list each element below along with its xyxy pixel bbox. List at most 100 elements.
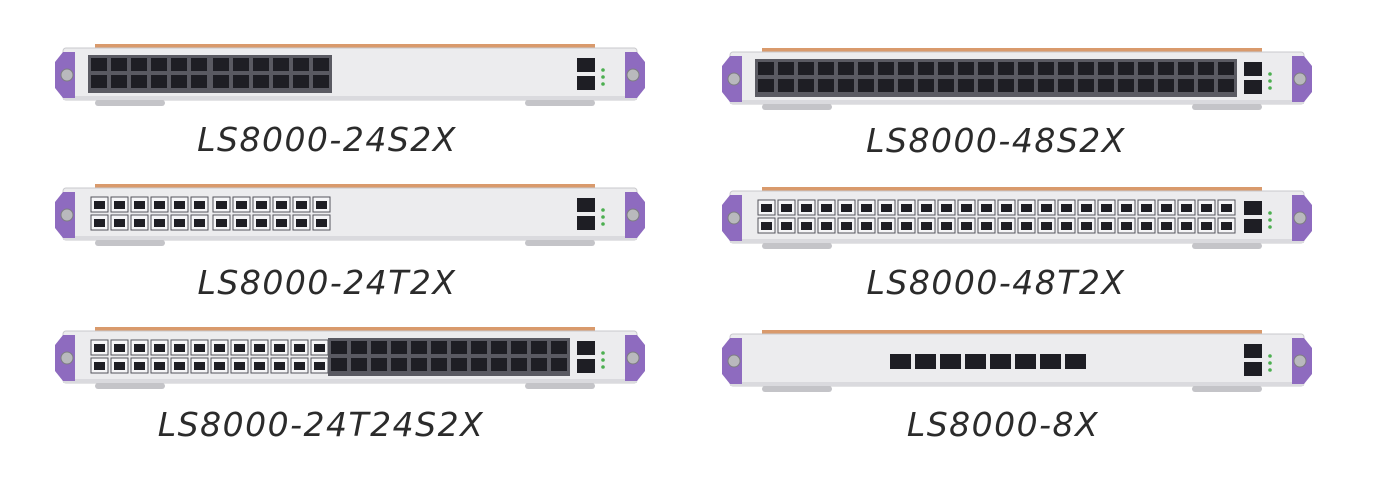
- faceplate-bottom-edge: [730, 100, 1304, 104]
- rj45-port-opening: [114, 362, 125, 370]
- sfp-port: [551, 358, 567, 371]
- sfp-port: [898, 79, 914, 92]
- sfp-port: [531, 341, 547, 354]
- sfp-port: [491, 358, 507, 371]
- sfp-port: [331, 358, 347, 371]
- sfp-port: [91, 75, 107, 88]
- rj45-port-opening: [1161, 222, 1172, 230]
- faceplate: [729, 190, 1305, 244]
- uplink-port-1: [577, 341, 595, 355]
- rj45-port-opening: [861, 222, 872, 230]
- uplink-port-2: [577, 359, 595, 373]
- rj45-port-opening: [1181, 204, 1192, 212]
- uplink-port-1: [577, 58, 595, 72]
- sfp-port: [998, 79, 1014, 92]
- sfp-port: [313, 58, 329, 71]
- rj45-port-opening: [174, 219, 185, 227]
- status-led: [601, 82, 605, 86]
- rj45-port-opening: [761, 222, 772, 230]
- sfp-port: [1158, 79, 1174, 92]
- uplink-port-1: [1244, 62, 1262, 76]
- sfp-port: [313, 75, 329, 88]
- sfp-port: [391, 341, 407, 354]
- rj45-port-opening: [761, 204, 772, 212]
- rj45-port-opening: [841, 204, 852, 212]
- right-thumbscrew: [1293, 354, 1307, 368]
- status-led: [601, 68, 605, 72]
- sfp-port: [491, 341, 507, 354]
- rj45-port-opening: [154, 201, 165, 209]
- sfp-port: [1058, 79, 1074, 92]
- sfp-port: [1158, 62, 1174, 75]
- status-led: [1268, 86, 1272, 90]
- top-rail: [95, 327, 595, 331]
- product-label-ls8000-8x: LS8000-8X: [906, 405, 1100, 444]
- sfp-cage-block: [875, 59, 997, 97]
- sfp-port: [878, 62, 894, 75]
- uplink-port-2: [1244, 80, 1262, 94]
- sfp-plus-port: [915, 354, 936, 369]
- rj45-port-opening: [236, 201, 247, 209]
- left-handle: [95, 240, 165, 246]
- uplink-port-1: [577, 198, 595, 212]
- rj45-port-opening: [214, 344, 225, 352]
- rj45-port-opening: [114, 344, 125, 352]
- rj45-port-opening: [981, 222, 992, 230]
- rj45-port-opening: [881, 204, 892, 212]
- line-card-image-8x: [722, 330, 1312, 392]
- sfp-port: [1138, 79, 1154, 92]
- sfp-port: [191, 58, 207, 71]
- rj45-port-opening: [194, 344, 205, 352]
- rj45-port-opening: [214, 362, 225, 370]
- rj45-port-opening: [1161, 204, 1172, 212]
- rj45-port-opening: [256, 201, 267, 209]
- rj45-port-opening: [94, 344, 105, 352]
- sfp-port: [778, 62, 794, 75]
- sfp-port: [273, 75, 289, 88]
- sfp-port: [531, 358, 547, 371]
- rj45-port-opening: [941, 204, 952, 212]
- sfp-port: [1178, 79, 1194, 92]
- sfp-port: [818, 79, 834, 92]
- sfp-port: [1218, 62, 1234, 75]
- sfp-port: [858, 62, 874, 75]
- sfp-port: [1058, 62, 1074, 75]
- rj45-port-opening: [314, 362, 325, 370]
- uplink-port-1: [1244, 201, 1262, 215]
- rj45-port-opening: [254, 362, 265, 370]
- line-card-image-24t24s2x: [55, 327, 645, 389]
- sfp-port: [858, 79, 874, 92]
- rj45-port-opening: [296, 201, 307, 209]
- rj45-port-opening: [174, 201, 185, 209]
- rj45-port-opening: [881, 222, 892, 230]
- rj45-port-opening: [174, 344, 185, 352]
- rj45-port-opening: [134, 362, 145, 370]
- rj45-port-opening: [1121, 222, 1132, 230]
- sfp-port: [213, 58, 229, 71]
- left-handle: [762, 104, 832, 110]
- sfp-port: [351, 358, 367, 371]
- rj45-port-opening: [1021, 222, 1032, 230]
- product-card-ls8000-24t24s2x: [55, 327, 645, 393]
- right-handle: [525, 383, 595, 389]
- rj45-port-opening: [234, 362, 245, 370]
- rj45-port-opening: [1061, 204, 1072, 212]
- rj45-port-opening: [236, 219, 247, 227]
- rj45-port-opening: [981, 204, 992, 212]
- rj45-port-opening: [1041, 222, 1052, 230]
- left-thumbscrew: [727, 72, 741, 86]
- rj45-port-opening: [1041, 204, 1052, 212]
- right-handle: [525, 240, 595, 246]
- sfp-port: [273, 58, 289, 71]
- status-led: [1268, 218, 1272, 222]
- sfp-port: [253, 58, 269, 71]
- sfp-port: [233, 58, 249, 71]
- faceplate: [62, 187, 638, 241]
- sfp-plus-port: [890, 354, 911, 369]
- sfp-port: [171, 58, 187, 71]
- rj45-port-opening: [174, 362, 185, 370]
- rj45-port-opening: [234, 344, 245, 352]
- sfp-port: [1198, 62, 1214, 75]
- rj45-port-opening: [94, 219, 105, 227]
- rj45-port-opening: [821, 204, 832, 212]
